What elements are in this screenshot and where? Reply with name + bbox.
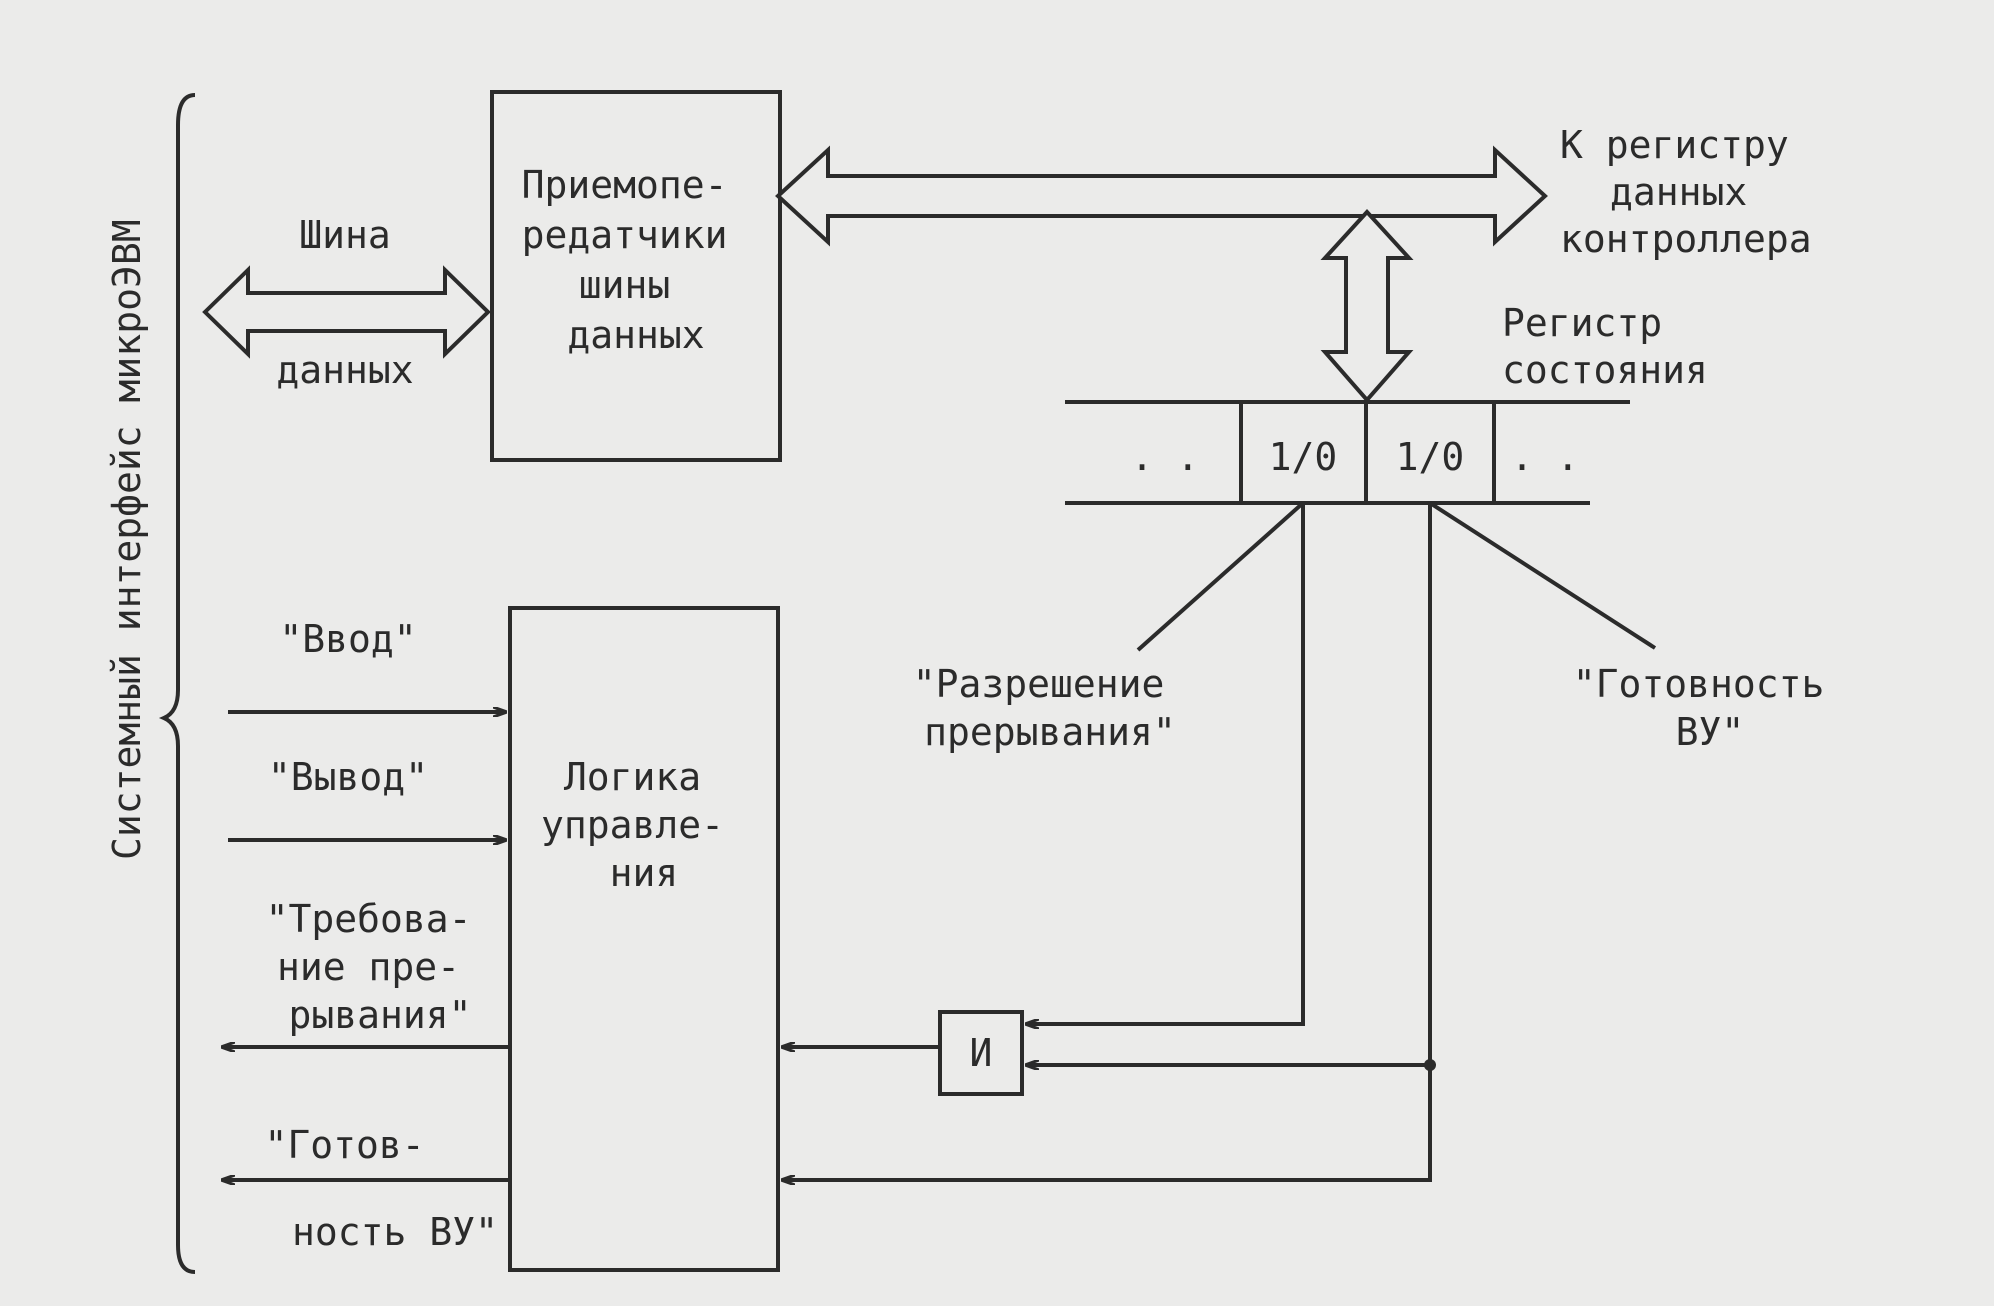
control-logic-box	[508, 606, 780, 1272]
data-register-arrow	[775, 145, 1548, 247]
status-cell-dots-right: . .	[1511, 435, 1580, 479]
status-cell-enable-value: 1/0	[1269, 435, 1338, 479]
control-logic-label: Логика управле- ния	[541, 755, 747, 895]
status-cell-dots-left: . .	[1131, 435, 1200, 479]
input-signal-label: "Ввод"	[279, 617, 416, 661]
status-register-label: Регистр состояния	[1502, 301, 1708, 392]
interface-brace	[158, 93, 196, 1274]
callout-line-ready	[1428, 501, 1657, 650]
interface-label: Системный интерфейс микроЭВМ	[105, 219, 149, 860]
junction-dot	[1424, 1059, 1436, 1071]
wire-ready-bus	[782, 503, 1432, 1180]
data-bus-label-top: Шина	[299, 213, 391, 257]
wire-enable-to-and	[1026, 503, 1305, 1024]
status-register-arrow	[1320, 209, 1414, 404]
transceivers-box	[490, 90, 782, 462]
and-gate-label: И	[970, 1031, 993, 1075]
data-bus-label-bottom: данных	[276, 348, 413, 392]
status-cell-ready-value: 1/0	[1396, 435, 1465, 479]
output-signal-label: "Вывод"	[268, 755, 428, 799]
data-register-label: К регистру данных контроллера	[1560, 123, 1812, 261]
and-gate-box	[938, 1010, 1024, 1096]
callout-line-enable	[1136, 501, 1305, 652]
interrupt-request-label: "Требова- ние пре- рывания"	[266, 897, 495, 1037]
device-ready-label: "Готовность ВУ"	[1573, 662, 1848, 754]
transceivers-label: Приемопе- редатчики шины данных	[522, 163, 751, 357]
ready-signal-label: "Готов- ность ВУ"	[264, 1123, 497, 1254]
interrupt-enable-label: "Разрешение прерывания"	[913, 662, 1188, 754]
data-bus-arrow	[202, 265, 491, 359]
